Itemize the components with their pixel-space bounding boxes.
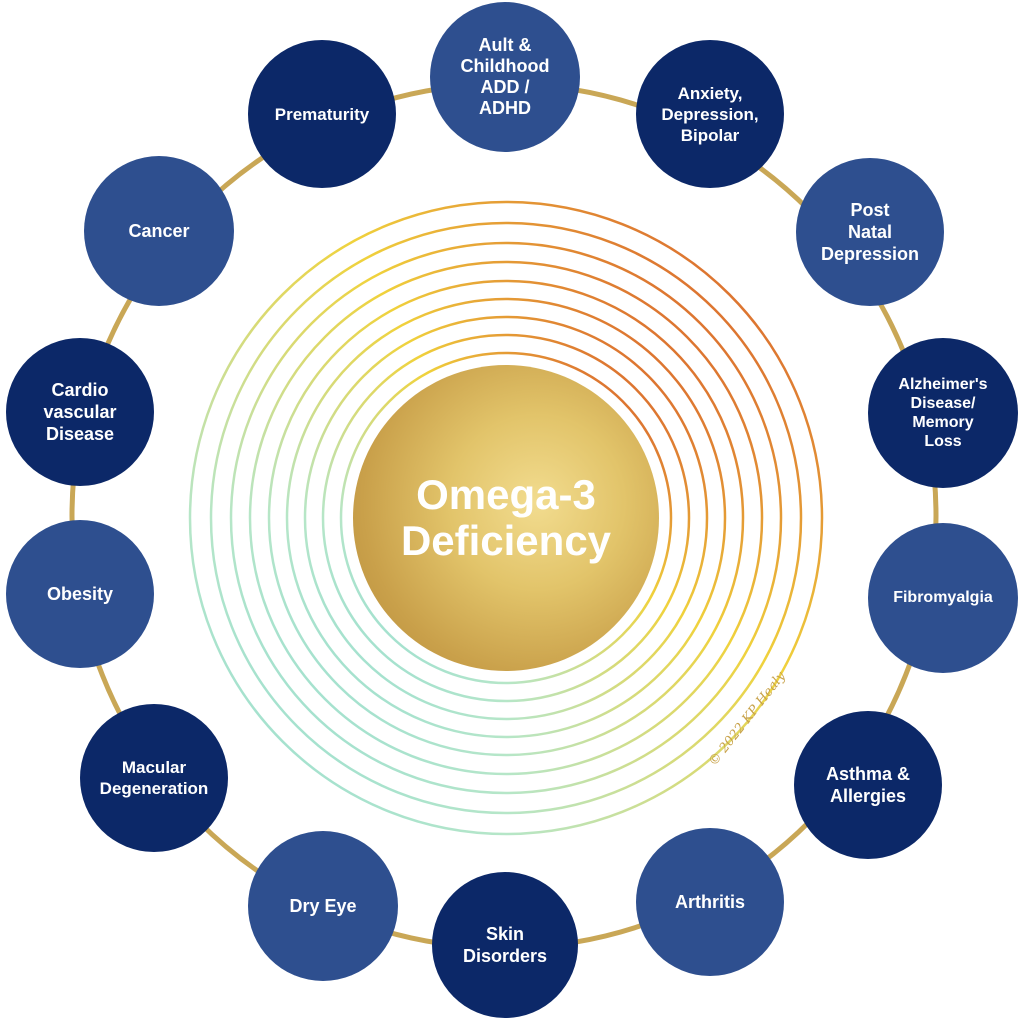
node-alzheimers: Alzheimer's Disease/ Memory Loss bbox=[868, 338, 1018, 488]
node-obesity: Obesity bbox=[6, 520, 154, 668]
node-postnatal: Post Natal Depression bbox=[796, 158, 944, 306]
node-macular-label: Macular Degeneration bbox=[99, 758, 209, 798]
concentric-ring-2 bbox=[321, 333, 691, 703]
node-postnatal-label: Post Natal Depression bbox=[820, 200, 920, 264]
node-asthma-label: Asthma & Allergies bbox=[825, 764, 910, 806]
node-asthma: Asthma & Allergies bbox=[794, 711, 942, 859]
node-alzheimers-label: Alzheimer's Disease/ Memory Loss bbox=[898, 376, 988, 450]
node-anxiety-label: Anxiety, Depression, Bipolar bbox=[661, 83, 759, 145]
node-prematurity-label: Prematurity bbox=[274, 104, 370, 124]
node-adhd: Ault & Childhood ADD / ADHD bbox=[430, 2, 580, 152]
node-cardio: Cardio vascular Disease bbox=[6, 338, 154, 486]
node-fibromyalgia-label: Fibromyalgia bbox=[893, 589, 993, 606]
node-skin-disorders: Skin Disorders bbox=[432, 872, 578, 1018]
node-adhd-label: Ault & Childhood ADD / ADHD bbox=[460, 35, 550, 118]
concentric-ring-6 bbox=[248, 260, 764, 776]
node-anxiety: Anxiety, Depression, Bipolar bbox=[636, 40, 784, 188]
node-dryeye-label: Dry Eye bbox=[289, 896, 357, 916]
node-cancer: Cancer bbox=[84, 156, 234, 306]
node-macular: Macular Degeneration bbox=[80, 704, 228, 852]
node-fibromyalgia: Fibromyalgia bbox=[868, 523, 1018, 673]
center-title: Omega-3 Deficiency bbox=[400, 471, 612, 564]
concentric-ring-9 bbox=[188, 200, 824, 836]
concentric-rings bbox=[188, 200, 824, 836]
node-arthritis: Arthritis bbox=[636, 828, 784, 976]
node-arthritis-label: Arthritis bbox=[674, 892, 745, 912]
concentric-ring-1 bbox=[339, 351, 673, 685]
concentric-ring-8 bbox=[209, 221, 803, 815]
concentric-ring-7 bbox=[229, 241, 783, 795]
center-title-circle: Omega-3 Deficiency bbox=[353, 365, 659, 671]
concentric-ring-4 bbox=[285, 297, 727, 739]
concentric-ring-3 bbox=[303, 315, 709, 721]
node-prematurity: Prematurity bbox=[248, 40, 396, 188]
node-dry-eye: Dry Eye bbox=[248, 831, 398, 981]
node-cardio-label: Cardio vascular Disease bbox=[43, 380, 117, 444]
node-obesity-label: Obesity bbox=[46, 584, 114, 604]
node-skin-label: Skin Disorders bbox=[462, 924, 548, 966]
concentric-ring-5 bbox=[267, 279, 745, 757]
node-cancer-label: Cancer bbox=[128, 221, 190, 241]
